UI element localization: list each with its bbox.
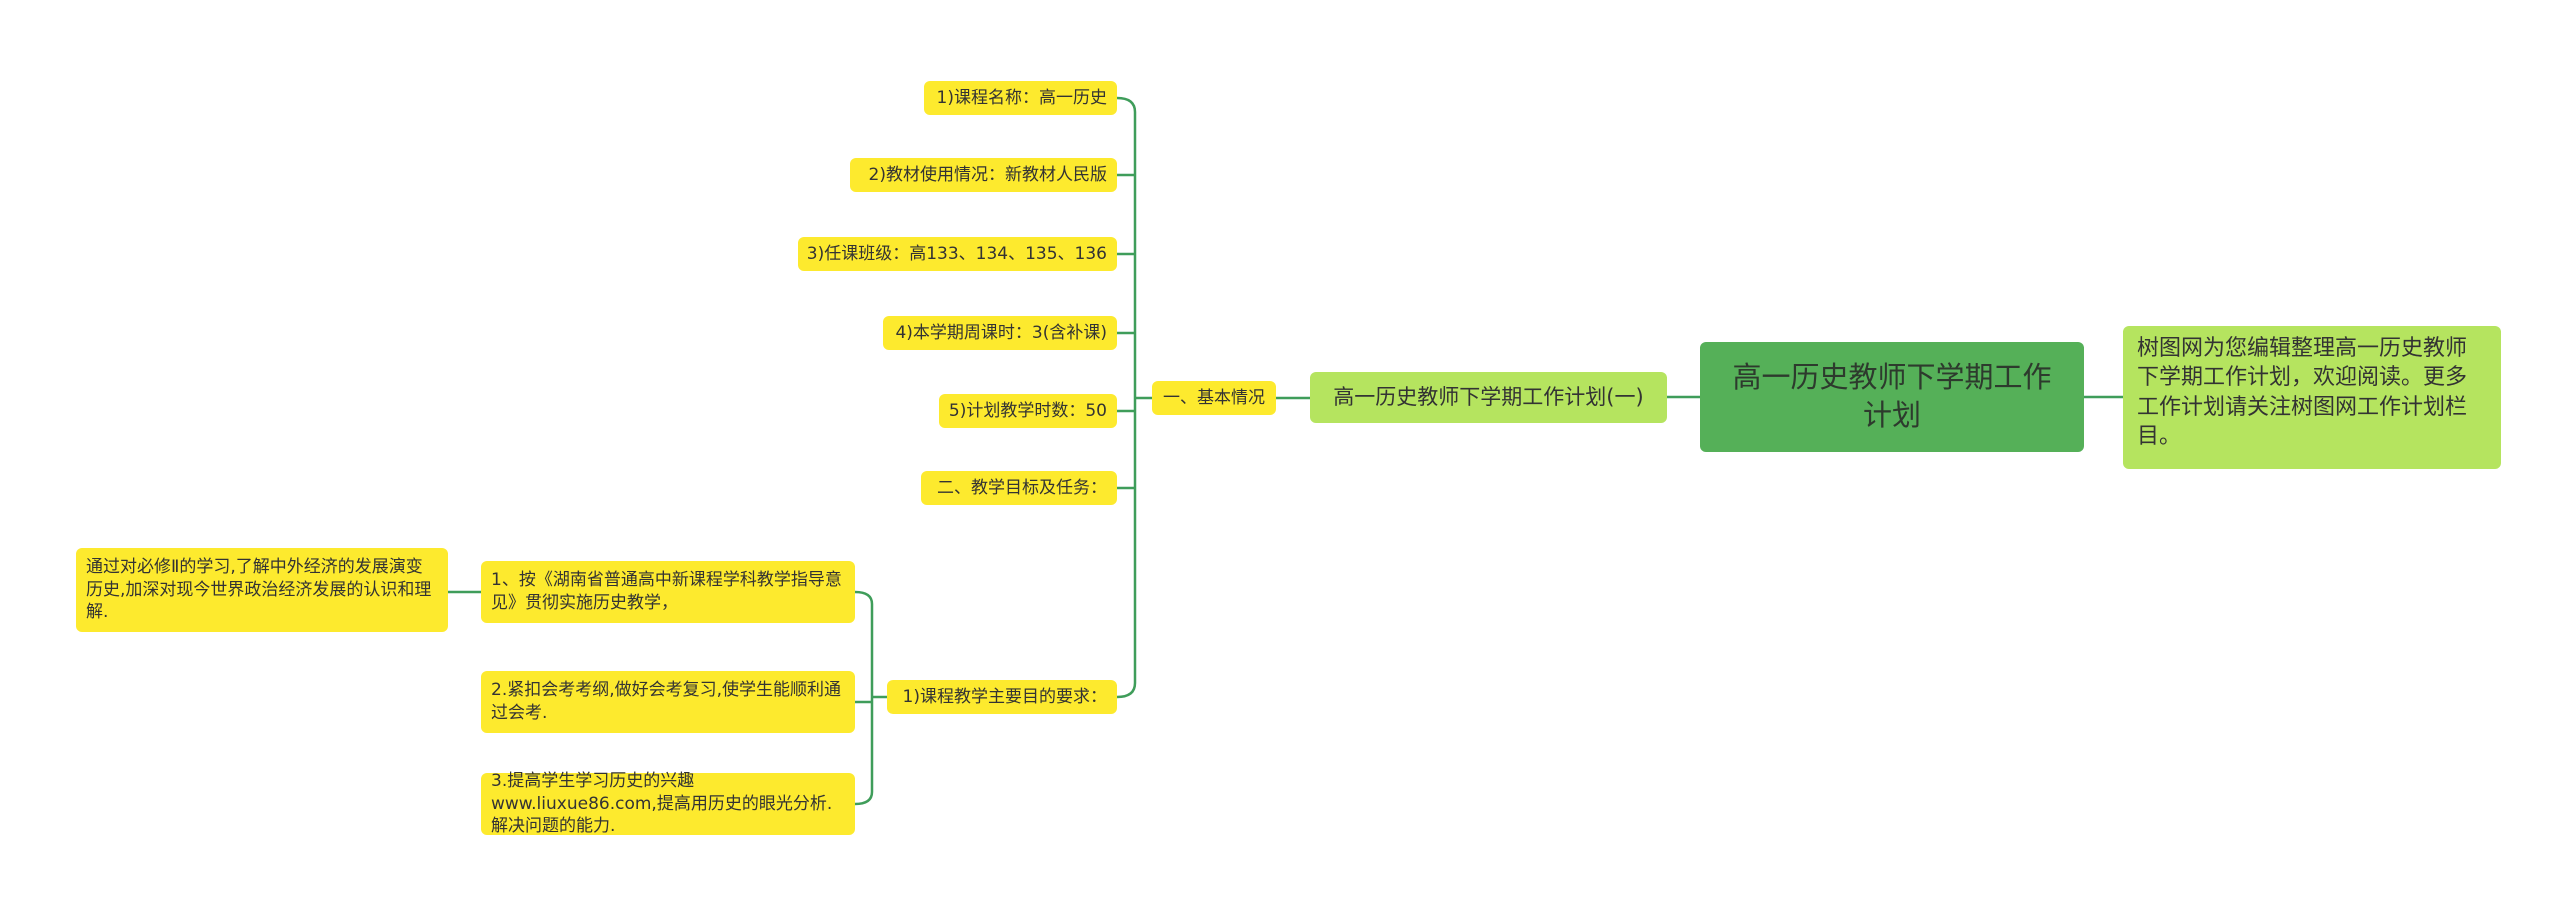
requirement-label: 2.紧扣会考考纲,做好会考复习,使学生能顺利通过会考. (491, 680, 842, 723)
summary-note-label: 树图网为您编辑整理高一历史教师下学期工作计划，欢迎阅读。更多工作计划请关注树图网… (2137, 336, 2468, 449)
trunk-items (1116, 96, 1137, 699)
root-topic-label: 高一历史教师下学期工作计划 (1732, 360, 2052, 432)
item-label: 4)本学期周课时：3(含补课) (895, 322, 1107, 343)
item-label: 1)课程教学主要目的要求： (902, 686, 1107, 707)
item-goals[interactable]: 二、教学目标及任务： (921, 471, 1117, 505)
item-textbook[interactable]: 2)教材使用情况：新教材人民版 (850, 158, 1117, 192)
requirement-3[interactable]: 3.提高学生学习历史的兴趣www.liuxue86.com,提高用历史的眼光分析… (481, 771, 855, 836)
item-label: 5)计划教学时数：50 (948, 400, 1107, 421)
item-label: 二、教学目标及任务： (937, 477, 1107, 498)
requirement-label: 1、按《湖南省普通高中新课程学科教学指导意见》贯彻实施历史教学， (491, 570, 842, 613)
item-course-requirements[interactable]: 1)课程教学主要目的要求： (887, 680, 1117, 714)
item-label: 3)任课班级：高133、134、135、136 (806, 243, 1107, 264)
item-weekly-hours[interactable]: 4)本学期周课时：3(含补课) (883, 316, 1117, 350)
section-basic-info[interactable]: 一、基本情况 (1152, 381, 1276, 415)
item-classes[interactable]: 3)任课班级：高133、134、135、136 (798, 237, 1117, 271)
summary-note[interactable]: 树图网为您编辑整理高一历史教师下学期工作计划，欢迎阅读。更多工作计划请关注树图网… (2123, 326, 2501, 469)
detail-note[interactable]: 通过对必修Ⅱ的学习,了解中外经济的发展演变历史,加深对现今世界政治经济发展的认识… (76, 548, 448, 632)
subtitle-topic-label: 高一历史教师下学期工作计划(一) (1333, 385, 1644, 410)
requirement-1[interactable]: 1、按《湖南省普通高中新课程学科教学指导意见》贯彻实施历史教学， (481, 561, 855, 623)
trunk-requirements (854, 590, 874, 806)
requirement-2[interactable]: 2.紧扣会考考纲,做好会考复习,使学生能顺利通过会考. (481, 671, 855, 733)
subtitle-topic[interactable]: 高一历史教师下学期工作计划(一) (1310, 372, 1667, 423)
section-basic-info-label: 一、基本情况 (1163, 387, 1265, 408)
item-label: 2)教材使用情况：新教材人民版 (868, 164, 1107, 185)
detail-note-label: 通过对必修Ⅱ的学习,了解中外经济的发展演变历史,加深对现今世界政治经济发展的认识… (86, 556, 432, 623)
item-total-hours[interactable]: 5)计划教学时数：50 (939, 394, 1117, 428)
root-topic[interactable]: 高一历史教师下学期工作计划 (1700, 342, 2084, 452)
item-label: 1)课程名称：高一历史 (936, 87, 1107, 108)
requirement-label: 3.提高学生学习历史的兴趣www.liuxue86.com,提高用历史的眼光分析… (491, 770, 833, 837)
item-course-name[interactable]: 1)课程名称：高一历史 (924, 81, 1117, 115)
